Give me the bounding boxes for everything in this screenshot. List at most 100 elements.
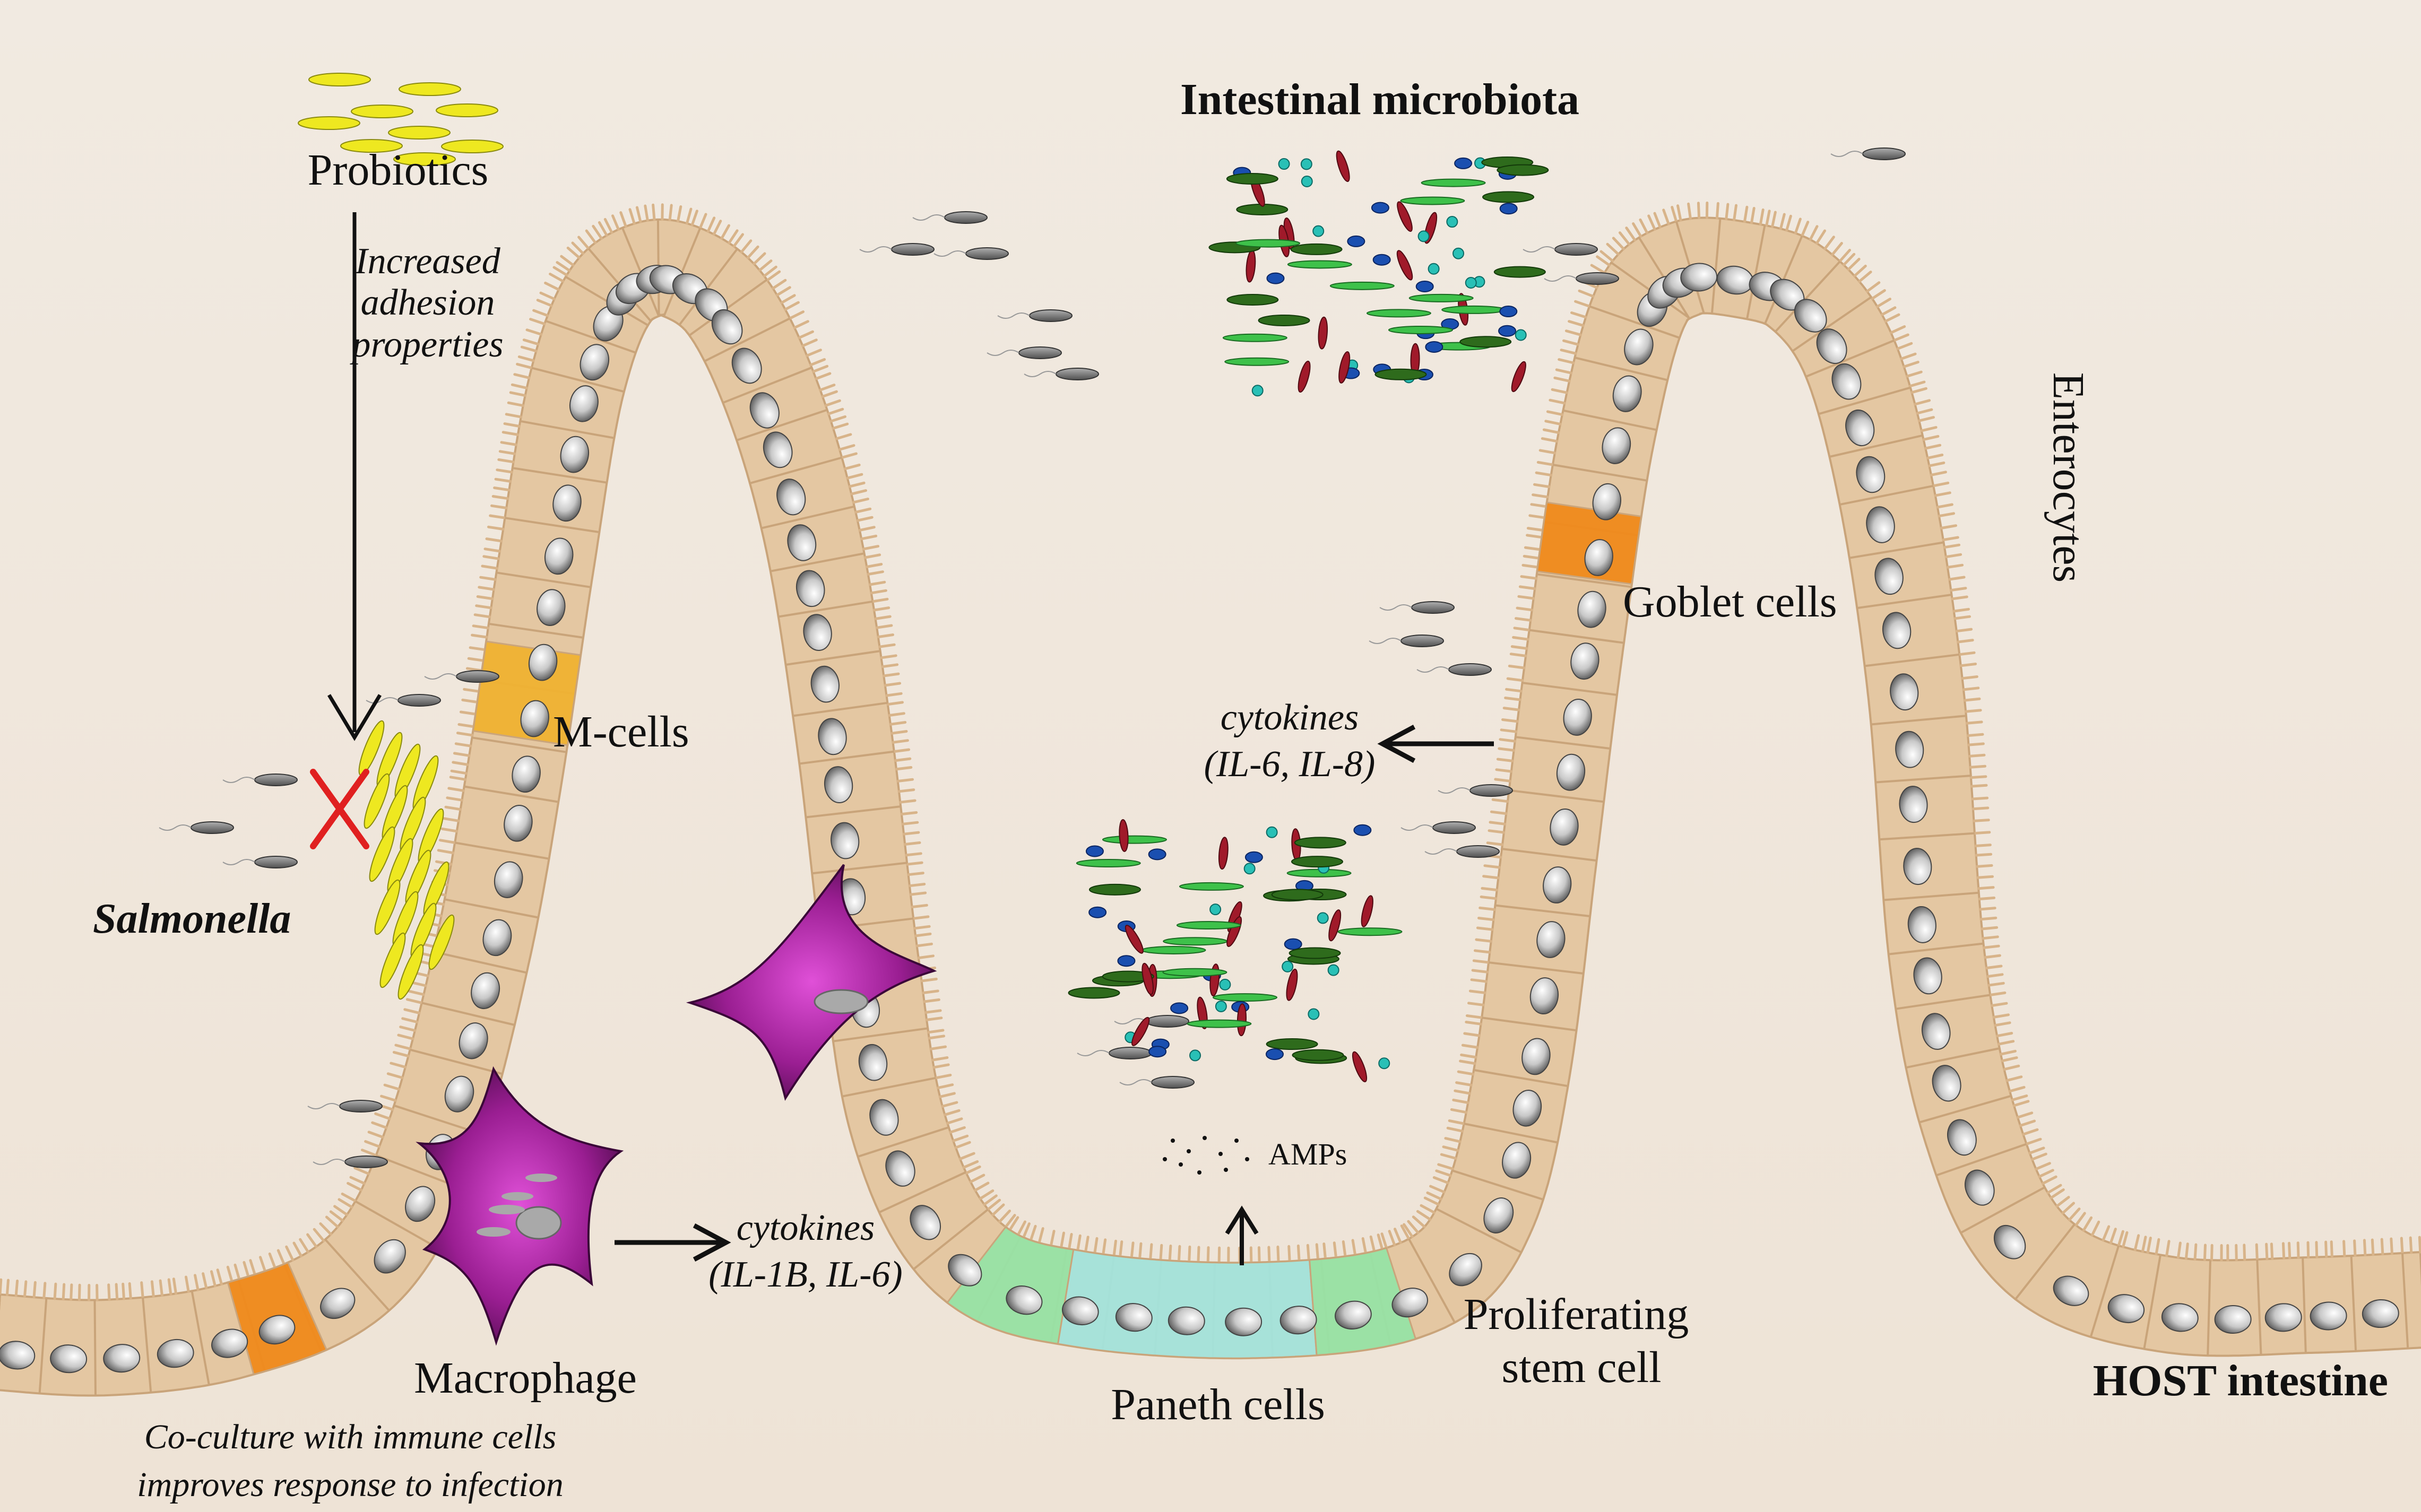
paneth-cells (1057, 1248, 1318, 1359)
probiotics-cluster (298, 73, 504, 166)
microbiota-clusters (1068, 150, 1549, 1082)
nucleus (482, 919, 512, 957)
nucleus (1577, 590, 1606, 628)
label-stem-cell-2: stem cell (1502, 1343, 1662, 1392)
nucleus (1965, 1169, 1995, 1206)
label-adhesion-1: Increased (354, 241, 500, 282)
nucleus (763, 431, 793, 468)
nucleus (1831, 363, 1862, 400)
nucleus (1602, 427, 1631, 464)
nucleus (537, 589, 566, 626)
label-goblet-cells: Goblet cells (1623, 577, 1837, 627)
nucleus (1279, 1306, 1317, 1335)
nucleus (1391, 1288, 1428, 1318)
special-cells (227, 501, 1642, 1376)
nucleus (1845, 409, 1875, 447)
nucleus (1903, 848, 1932, 885)
nucleus (471, 972, 500, 1010)
nucleus (810, 665, 840, 703)
nucleus (1592, 483, 1622, 520)
nucleus (1502, 1142, 1532, 1179)
goblet-cell (1536, 501, 1642, 585)
label-cytokines-macrophage-2: (IL-1B, IL-6) (708, 1254, 902, 1295)
nucleus (1570, 642, 1599, 680)
nucleus (1061, 1296, 1099, 1326)
cytokines-enterocyte-arrow (1377, 725, 1494, 763)
label-paneth-cells: Paneth cells (1111, 1380, 1325, 1429)
nucleus (1115, 1303, 1153, 1332)
label-probiotics: Probiotics (308, 145, 489, 195)
stem-cell-right (1308, 1247, 1417, 1357)
nucleus (580, 344, 610, 381)
label-amps: AMPs (1268, 1137, 1347, 1171)
nucleus (1907, 906, 1936, 943)
nucleus (1006, 1285, 1043, 1315)
label-enterocytes: Enterocytes (2044, 372, 2093, 583)
nucleus (1874, 558, 1904, 595)
diagram-title: Intestinal microbiota (1180, 75, 1579, 124)
nucleus (2107, 1294, 2145, 1323)
nucleus (494, 861, 523, 898)
nucleus (2214, 1305, 2252, 1334)
nucleus (544, 537, 574, 575)
nucleus (512, 755, 541, 793)
nucleus (885, 1150, 915, 1187)
nucleus (444, 1075, 474, 1113)
label-macrophage: Macrophage (414, 1353, 637, 1403)
nucleus (2362, 1299, 2399, 1328)
label-coculture-1: Co-culture with immune cells (144, 1418, 557, 1456)
probiotics-adhered (358, 720, 455, 1000)
nucleus (1932, 1065, 1961, 1102)
nucleus (858, 1044, 888, 1081)
nucleus (1529, 977, 1559, 1014)
nucleus (0, 1341, 36, 1370)
nucleus (1913, 957, 1942, 995)
nucleus (776, 479, 806, 516)
nucleus (374, 1239, 406, 1274)
nucleus (1483, 1197, 1514, 1233)
nucleus (948, 1254, 982, 1287)
label-adhesion-2: adhesion (361, 282, 495, 323)
nucleus (1921, 1013, 1951, 1050)
label-salmonella: Salmonella (93, 896, 291, 942)
nucleus (1993, 1224, 2026, 1259)
nucleus (1584, 539, 1613, 576)
nucleus (2053, 1275, 2089, 1306)
nucleus (1680, 263, 1718, 292)
nucleus (818, 718, 847, 755)
nucleus (1335, 1300, 1372, 1329)
nucleus (1882, 612, 1912, 649)
nucleus (869, 1099, 899, 1136)
cell-nuclei (0, 263, 2399, 1374)
amps-arrow (1225, 1205, 1259, 1265)
nucleus (2264, 1303, 2302, 1332)
nucleus (1563, 699, 1592, 736)
nucleus (1225, 1307, 1263, 1336)
nucleus (211, 1328, 248, 1358)
nucleus (731, 347, 762, 384)
nucleus (520, 700, 549, 737)
nucleus (1624, 328, 1654, 366)
nucleus (1536, 921, 1566, 958)
nucleus (1816, 328, 1847, 364)
nucleus (258, 1315, 296, 1345)
nucleus (1550, 809, 1579, 846)
nucleus (1895, 731, 1924, 768)
nucleus (1168, 1306, 1205, 1335)
salmonella-bacteria (159, 147, 1906, 1168)
nucleus (50, 1344, 88, 1374)
nucleus (504, 804, 533, 842)
nucleus (1612, 375, 1642, 412)
label-cytokines-enterocyte-2: (IL-6, IL-8) (1204, 744, 1376, 785)
nucleus (803, 614, 832, 651)
macrophage-lower (416, 1066, 624, 1346)
nucleus (1794, 299, 1827, 333)
nucleus (1947, 1119, 1977, 1156)
nucleus (320, 1288, 356, 1319)
nucleus (569, 385, 599, 422)
cytokines-macrophage-arrow (615, 1223, 731, 1262)
nucleus (103, 1344, 141, 1373)
nucleus (1866, 506, 1895, 543)
nucleus (824, 766, 853, 803)
